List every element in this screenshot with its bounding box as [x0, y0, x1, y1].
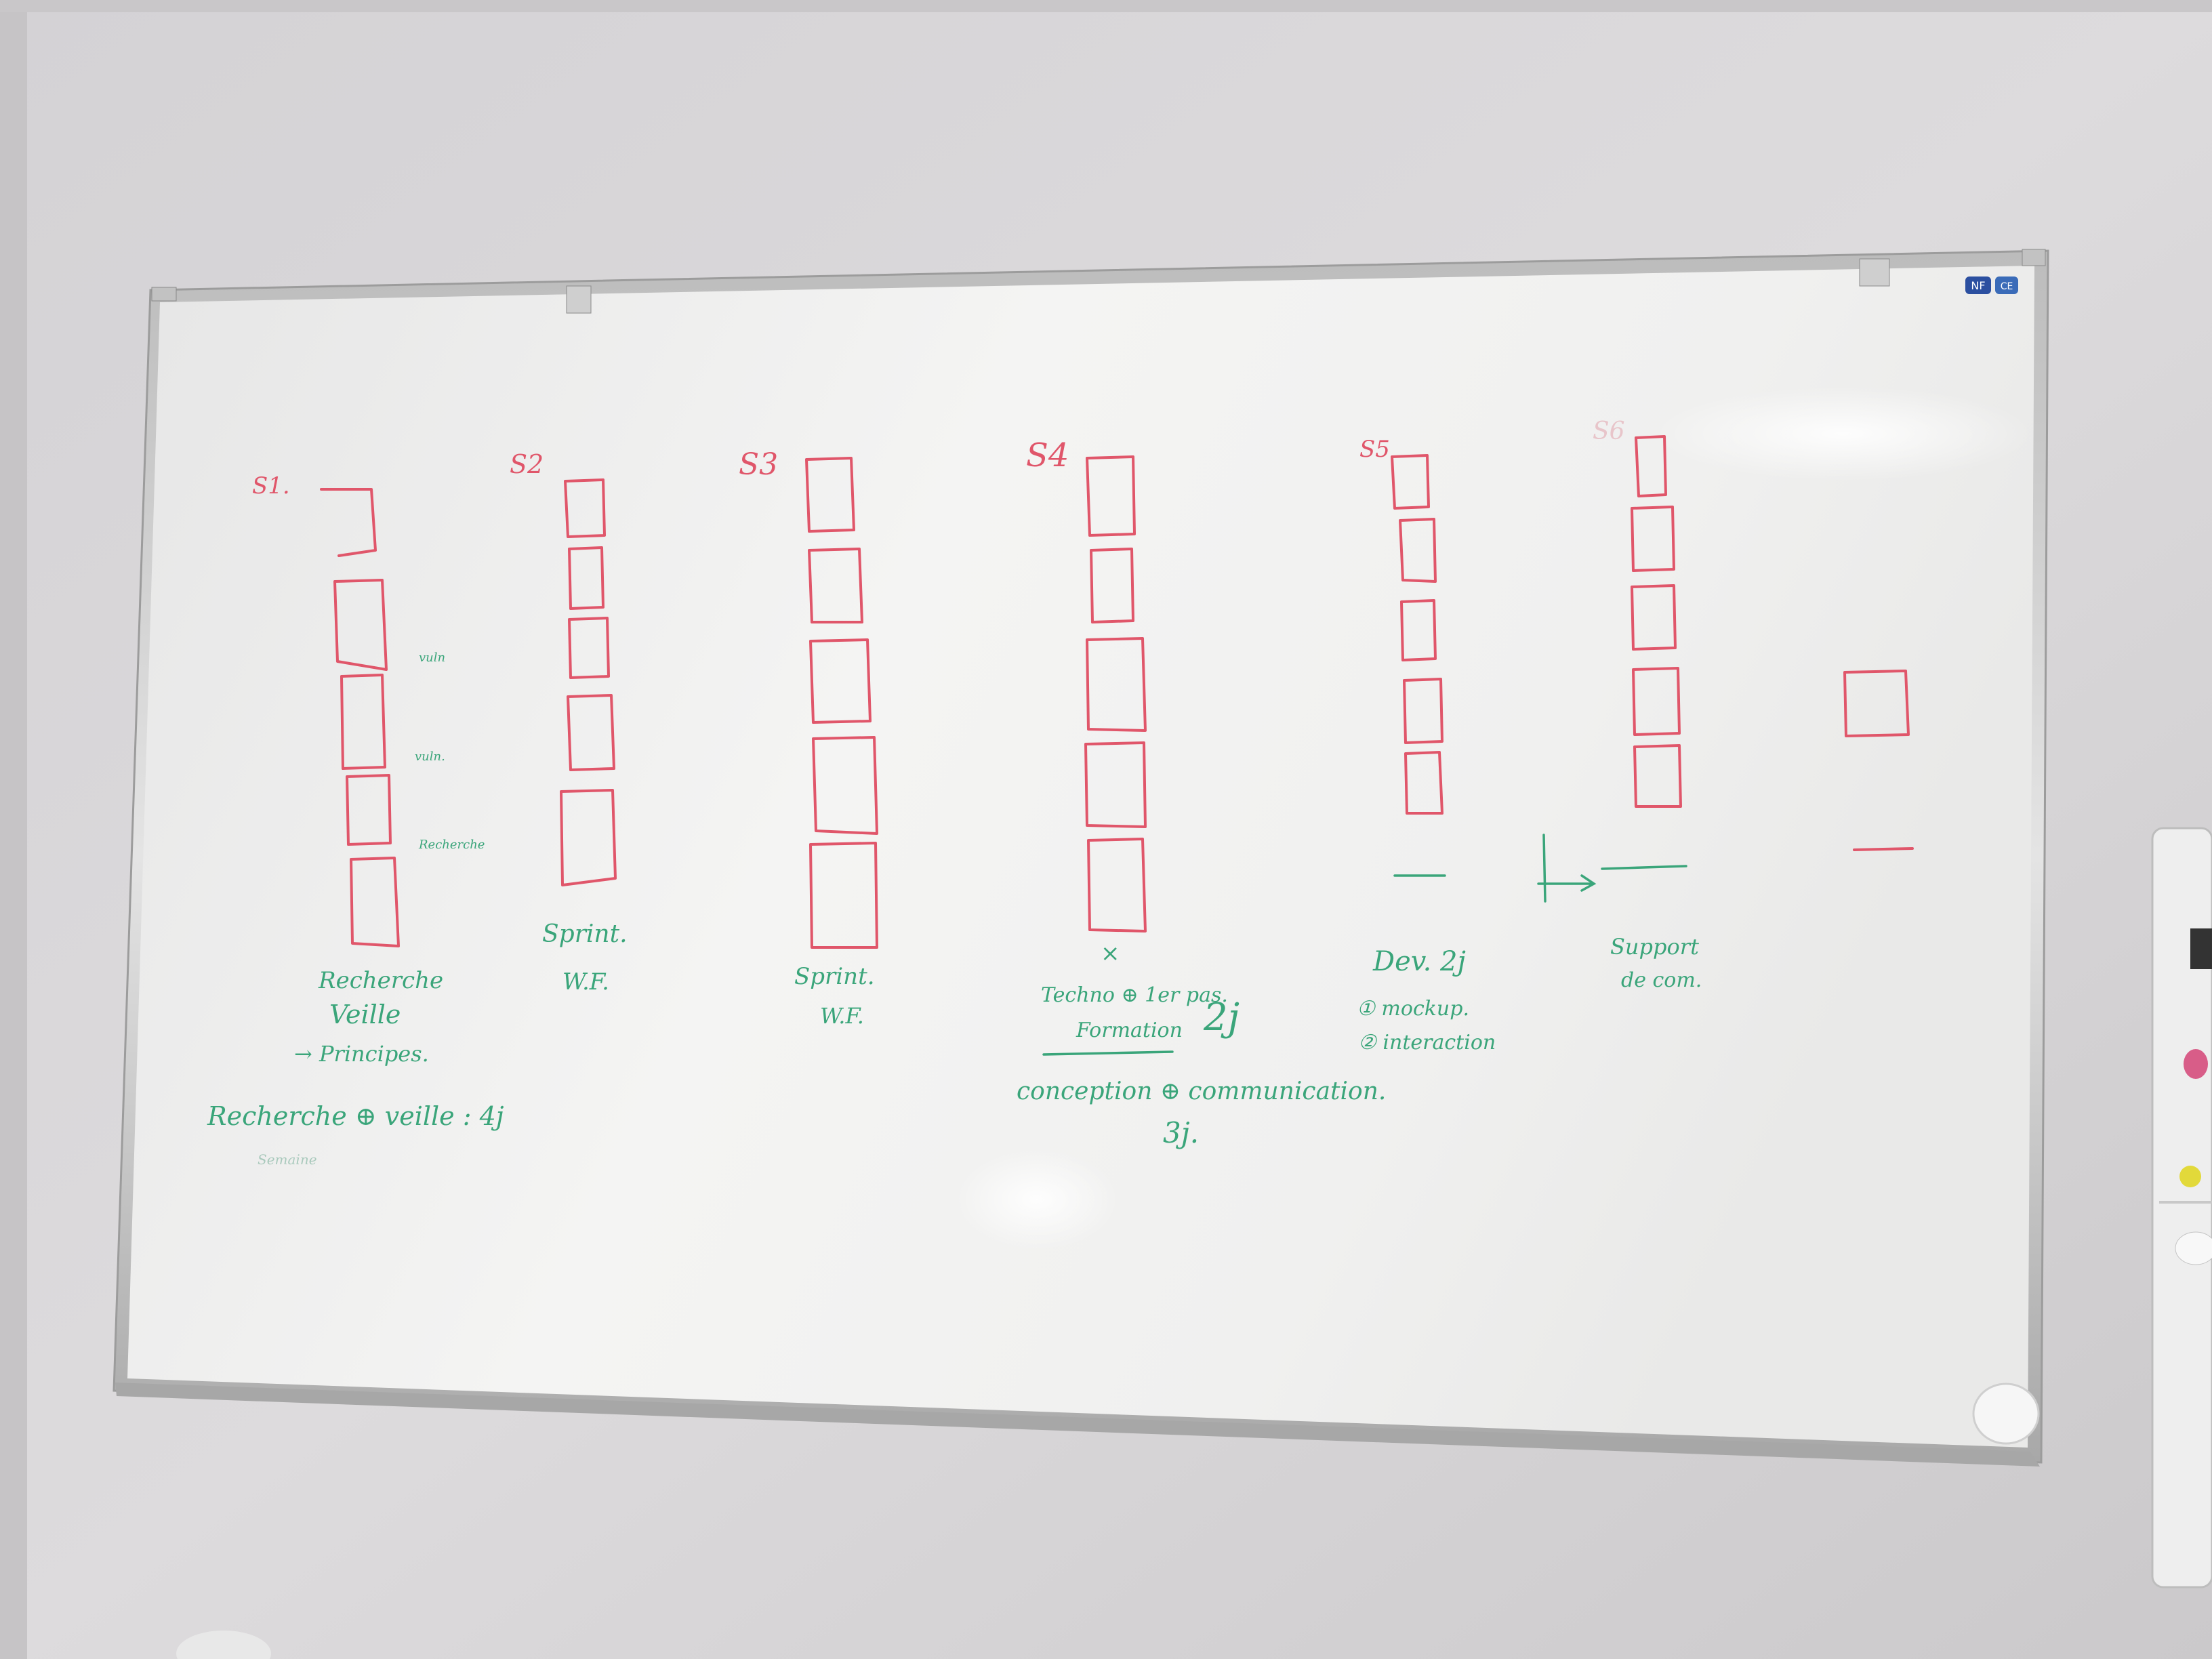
sprint-note: Sprint. [542, 920, 628, 948]
sprint-note: Techno ⊕ 1er pas. [1041, 983, 1228, 1007]
sprint-note: W.F. [820, 1003, 864, 1029]
round-magnet [1972, 1382, 2040, 1445]
certification-logos: NF CE [1965, 276, 2018, 294]
sprint-note: Formation [1076, 1019, 1183, 1042]
sprint-note: Recherche [318, 967, 443, 994]
sprint-label-s5: S5 [1359, 436, 1390, 463]
sprint-note: Dev. 2j [1372, 946, 1466, 977]
sprint-note: 2j [1203, 996, 1240, 1040]
side-note: vuln. [415, 750, 445, 764]
whiteboard-surface [127, 266, 2034, 1448]
ceiling-shadow [0, 0, 2212, 12]
sprint-note: de com. [1621, 968, 1702, 992]
sprint-column-s1: S1. vuln vuln. Recherche Recherche Veill… [252, 472, 485, 1067]
sprint-label-s4: S4 [1026, 436, 1069, 474]
marker-tray [115, 1382, 2040, 1467]
logo-badge-ce: CE [2001, 281, 2013, 292]
frame-clip [1859, 258, 1890, 287]
frame-clip [566, 285, 592, 314]
sprint-label-s3: S3 [739, 447, 778, 482]
note-semaine: Semaine [258, 1151, 317, 1168]
light-glare [1654, 386, 2033, 481]
logo-badge-nf: NF [1971, 279, 1985, 292]
chair-hint [176, 1631, 271, 1659]
wall-device [2151, 827, 2212, 1589]
extra-box [1843, 670, 1910, 737]
sprint-note: W.F. [562, 968, 609, 996]
sprint-note: Support [1610, 934, 1699, 960]
sprint-label-s6: S6 [1593, 417, 1625, 445]
side-note: vuln [419, 651, 445, 665]
sprint-column-s6: S6 Support de com. [1537, 417, 1702, 992]
note-recherche-veille: Recherche ⊕ veille : 4j [207, 1101, 504, 1131]
sprint-note: → Principes. [294, 1041, 429, 1067]
note-3j: 3j. [1163, 1116, 1199, 1149]
sprint-note: ① mockup. [1357, 997, 1469, 1021]
light-glare [956, 1149, 1118, 1250]
extra-line [1853, 847, 1914, 851]
sprint-note: Veille [329, 1000, 401, 1029]
sprint-note: Sprint. [794, 963, 875, 990]
sprint-column-s3: S3 Sprint. W.F. [739, 447, 878, 1029]
x-mark: × [1101, 940, 1120, 967]
sprint-column-s5: S5 Dev. 2j ① mockup. ② interaction [1357, 436, 1496, 1054]
frame-clip [151, 287, 177, 302]
frame-clip [2022, 249, 2046, 266]
sprint-label-s1: S1. [252, 472, 290, 499]
side-note: Recherche [418, 838, 485, 852]
note-conception: conception ⊕ communication. [1017, 1078, 1386, 1105]
wall-left-edge [0, 0, 27, 1659]
sprint-column-s2: S2 Sprint. W.F. [510, 449, 628, 996]
sprint-column-s4: S4 × Techno ⊕ 1er pas. Formation 2j [1026, 436, 1240, 1056]
sprint-label-s2: S2 [510, 449, 544, 479]
sprint-note: ② interaction [1358, 1031, 1496, 1054]
bottom-notes: Recherche ⊕ veille : 4j Semaine concepti… [207, 1078, 1386, 1168]
